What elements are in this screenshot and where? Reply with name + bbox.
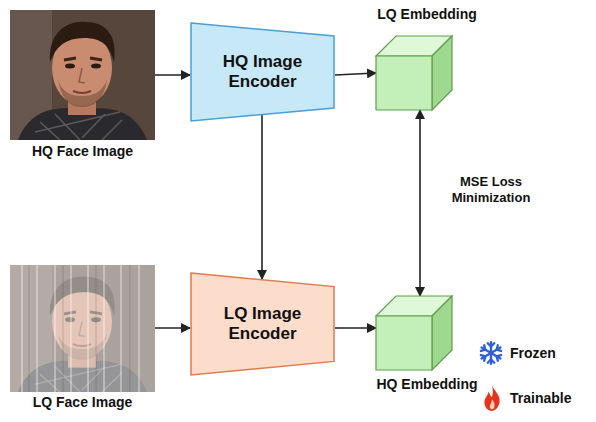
hq-face-photo	[10, 10, 155, 140]
face-image-node: LQ Face Image	[10, 265, 155, 419]
node-label: LQ Image Encoder	[211, 304, 315, 343]
lq-face-photo	[10, 265, 155, 392]
legend-label: Trainable	[510, 389, 571, 407]
arrow-connector	[335, 327, 376, 329]
encoder-trapezoid: LQ Image Encoder	[190, 272, 335, 376]
frozen-icon	[481, 342, 501, 364]
node-label: LQ Face Image	[33, 394, 133, 410]
arrow-connector	[155, 74, 190, 76]
edge-label: MSE Loss Minimization	[432, 172, 550, 209]
node-label: LQ Embedding	[377, 6, 477, 22]
node-label: HQ Image Encoder	[211, 52, 315, 91]
arrow-connector	[419, 110, 421, 296]
embedding-block: HQ Embedding	[372, 292, 482, 392]
node-label: HQ Embedding	[376, 376, 477, 392]
trainable-icon	[484, 385, 499, 411]
arrow-connector	[155, 327, 190, 329]
face-image-node: HQ Face Image	[10, 10, 155, 172]
embedding-block: LQ Embedding	[372, 6, 482, 114]
arrow-connector	[261, 115, 263, 279]
arrow-connector	[335, 73, 376, 75]
legend-label: Frozen	[510, 344, 556, 362]
encoder-trapezoid: HQ Image Encoder	[190, 22, 335, 122]
embedding-prism	[372, 6, 482, 114]
node-label: HQ Face Image	[32, 143, 133, 159]
